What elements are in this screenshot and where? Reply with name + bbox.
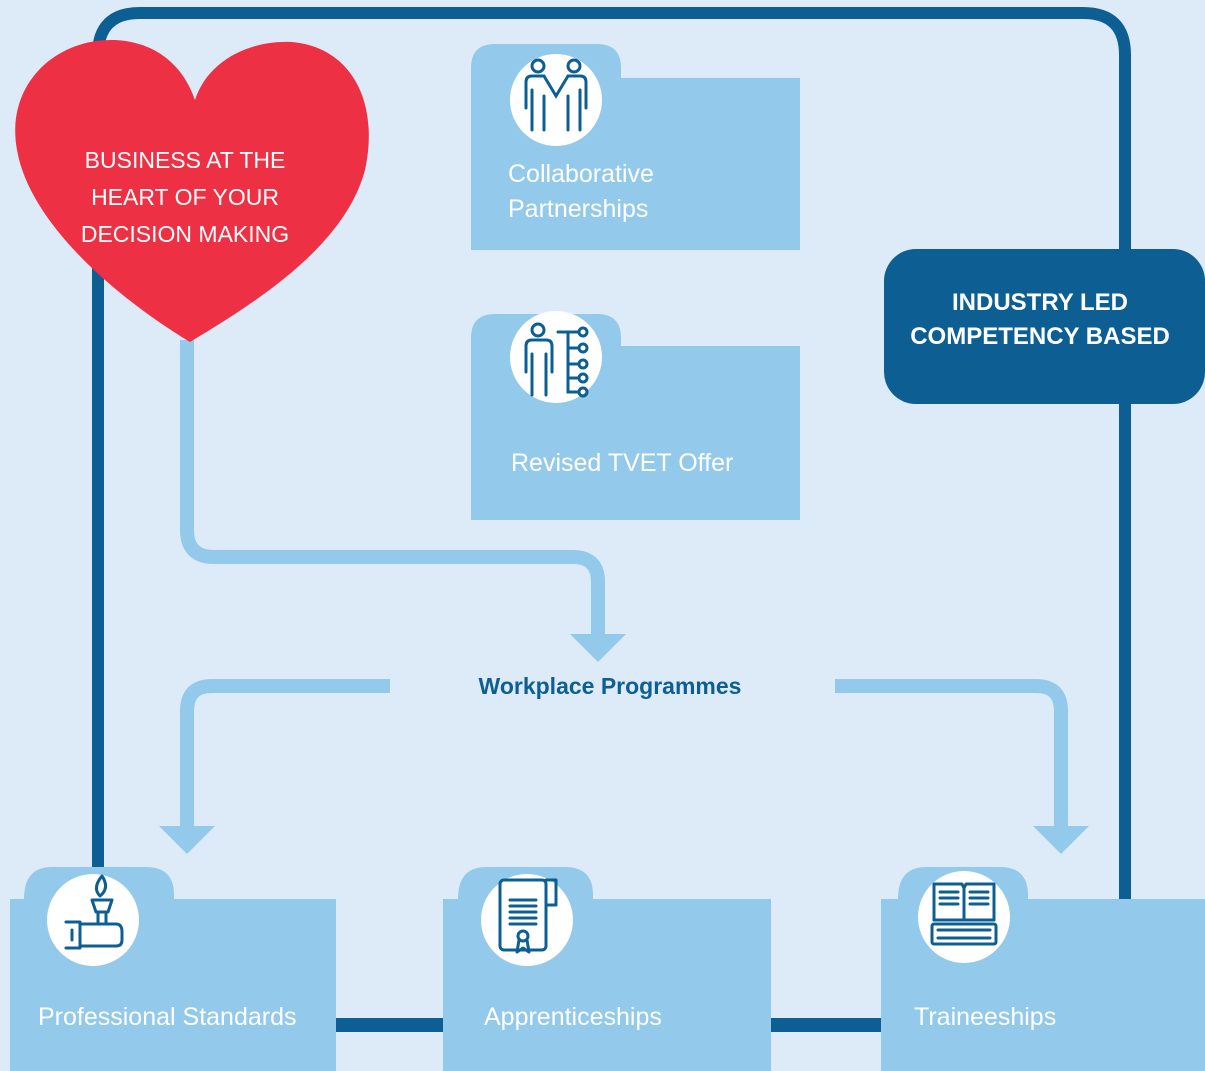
arrow-center-to-right — [835, 679, 1068, 830]
folder-traineeships-shape — [881, 867, 1205, 1071]
folder-collaborative-line1: Collaborative — [508, 160, 654, 188]
person-network-icon — [510, 311, 602, 403]
heart-shape — [15, 39, 369, 343]
industry-badge-shape — [884, 249, 1205, 404]
arrow-heart-to-center — [180, 340, 605, 638]
torch-hand-icon — [47, 874, 139, 966]
certificate-scroll-icon — [481, 874, 573, 966]
industry-badge-label: INDUSTRY LED COMPETENCY BASED — [875, 286, 1205, 354]
workplace-programmes-label: Workplace Programmes — [478, 673, 742, 699]
arrow-head-center — [570, 634, 626, 662]
folder-professional-standards: Professional Standards — [38, 1003, 297, 1031]
folder-traineeships: Traineeships — [914, 1003, 1057, 1031]
industry-badge-line2: COMPETENCY BASED — [910, 323, 1170, 350]
folder-apprenticeships: Apprenticeships — [484, 1003, 662, 1031]
folder-collaborative-line2: Partnerships — [508, 195, 649, 223]
frame-outline — [92, 7, 1131, 906]
folder-collaborative-partnerships-shape — [471, 44, 800, 250]
folder-revised-tvet-offer: Revised TVET Offer — [511, 449, 734, 477]
handshake-people-icon — [510, 54, 602, 146]
arrow-head-right — [1033, 826, 1089, 854]
folder-collaborative-partnerships: Collaborative Partnerships — [508, 157, 654, 227]
folder-apprenticeships-shape — [443, 867, 771, 1071]
folder-revised-tvet-shape — [471, 311, 800, 520]
heart-label: BUSINESS AT THE HEART OF YOUR DECISION M… — [80, 147, 290, 247]
folder-professional-standards-shape — [10, 867, 336, 1071]
arrow-head-left — [159, 826, 215, 854]
arrow-center-to-left — [180, 679, 390, 830]
industry-badge-line1: INDUSTRY LED — [951, 289, 1128, 316]
